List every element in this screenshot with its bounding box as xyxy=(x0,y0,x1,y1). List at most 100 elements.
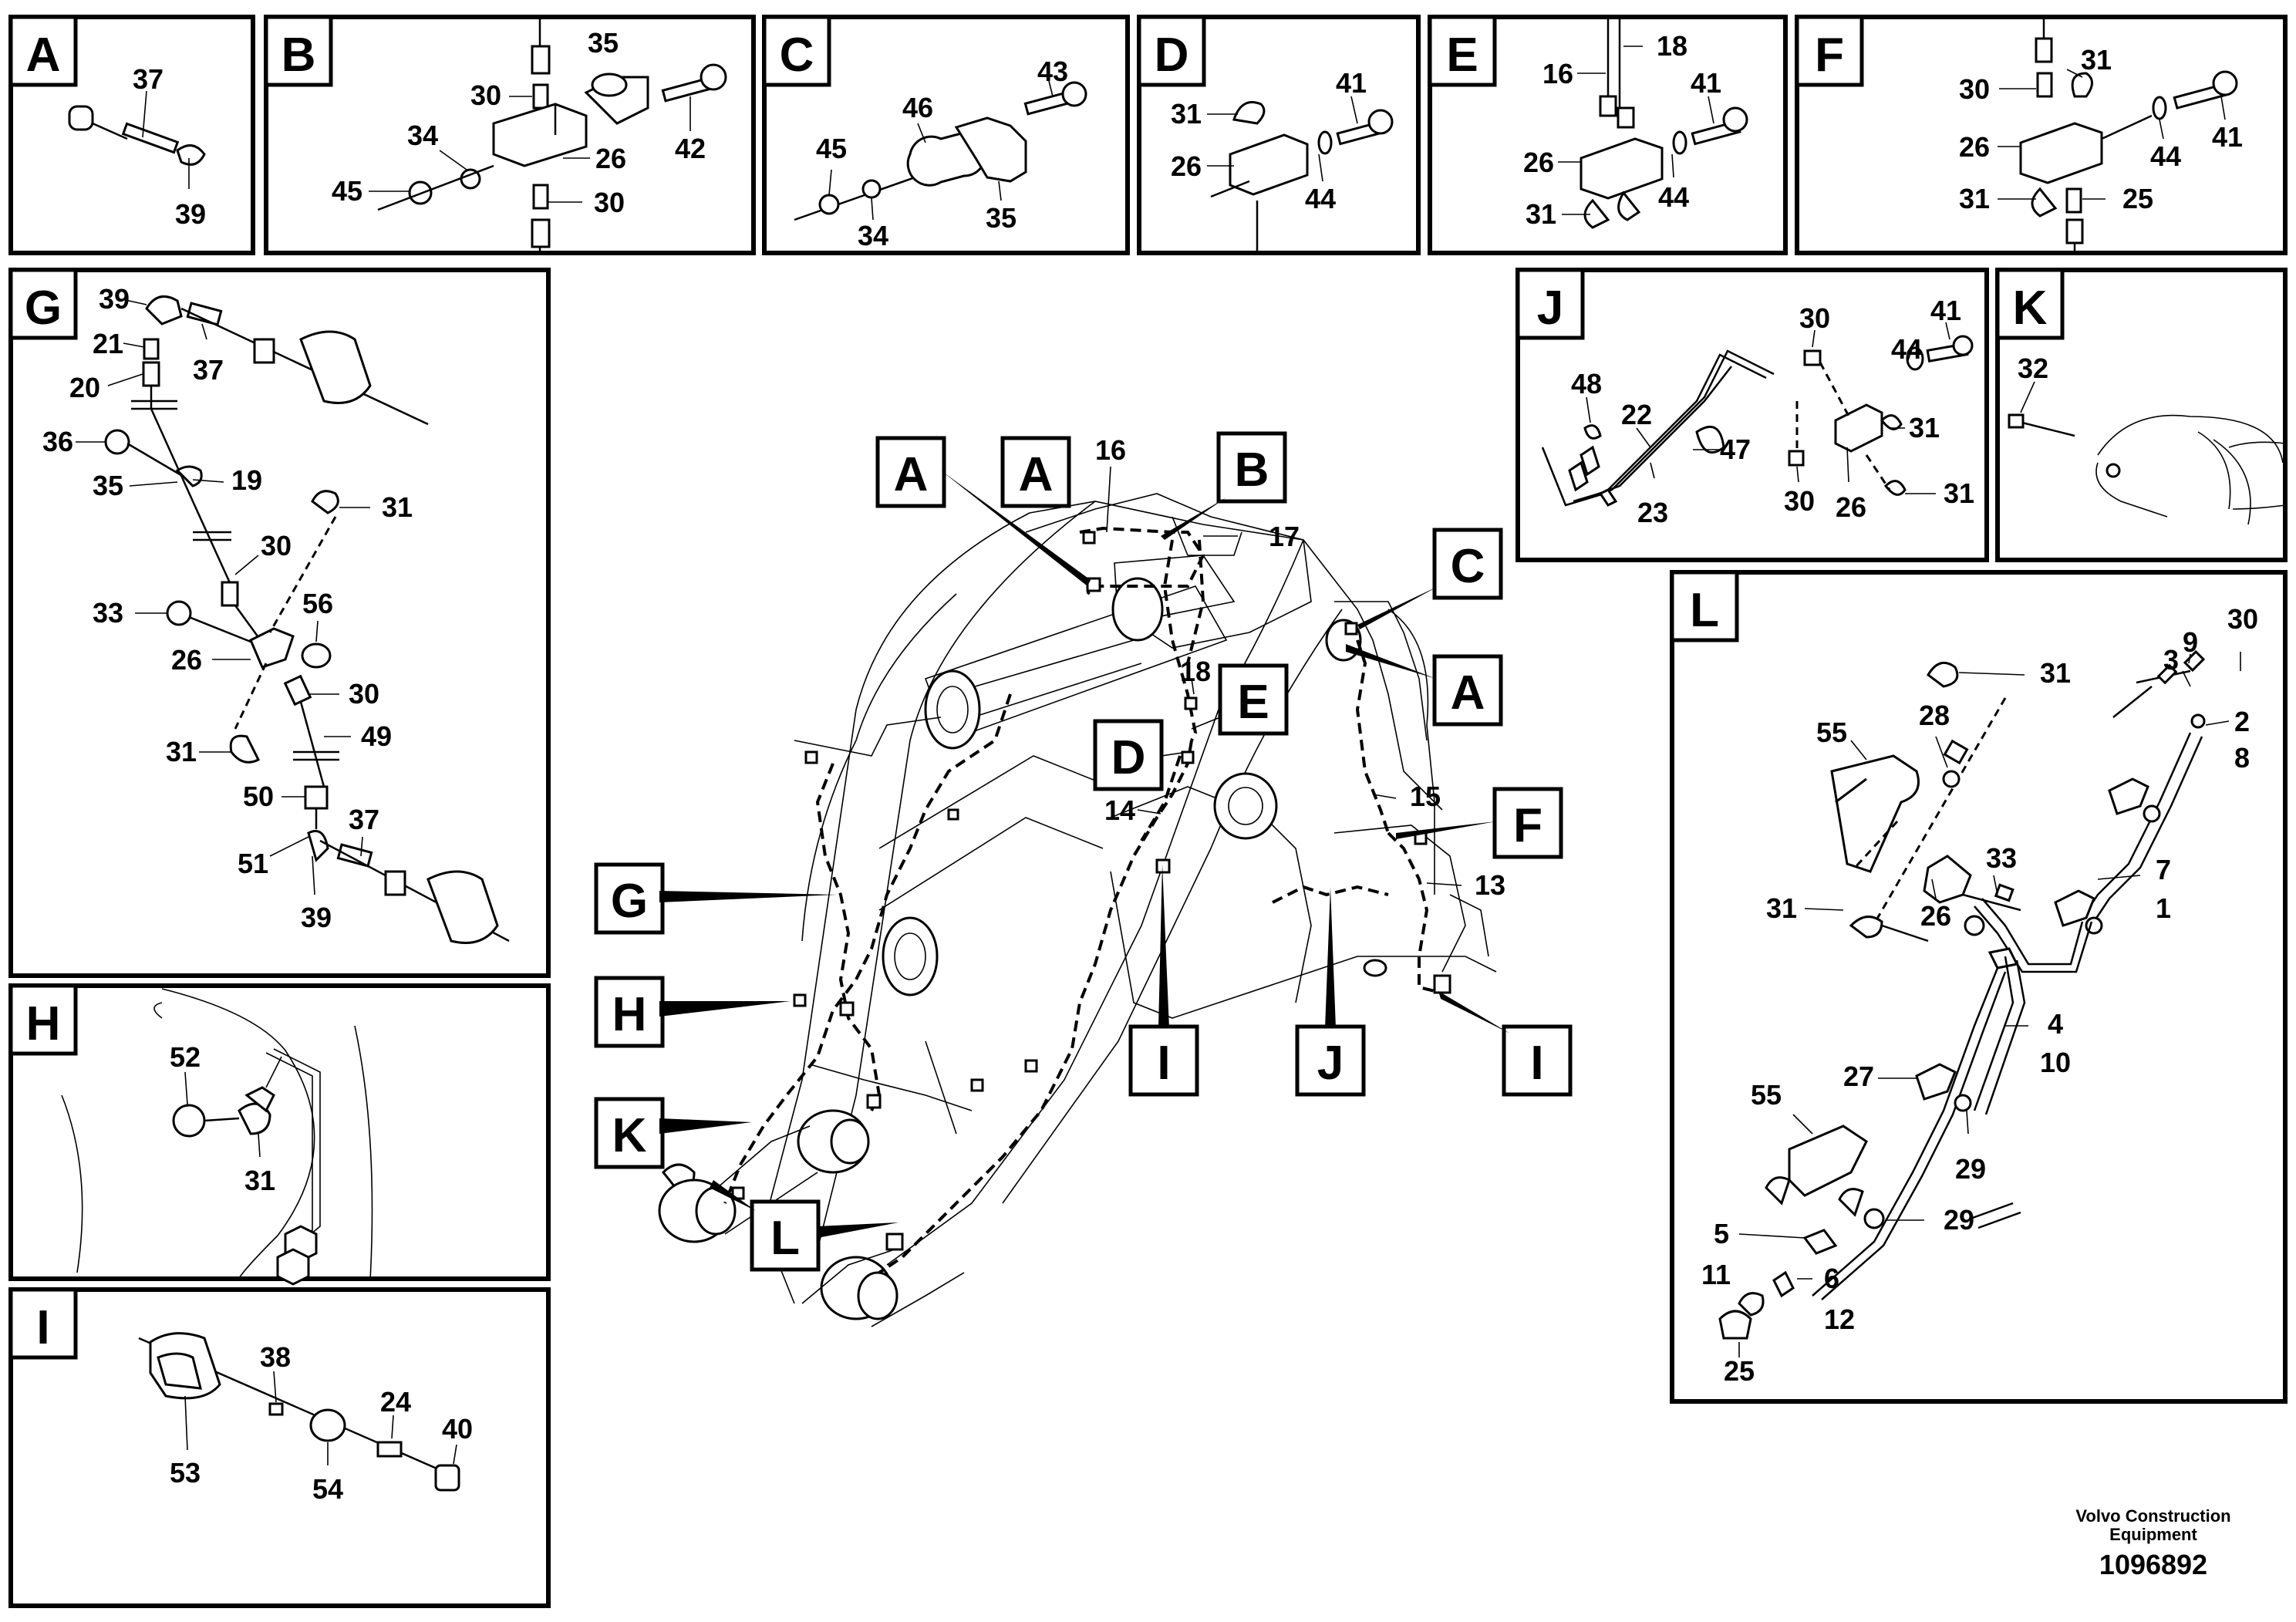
main-part-13: 13 xyxy=(1475,869,1505,901)
callout-l: L xyxy=(770,1212,800,1265)
part-35: 35 xyxy=(986,202,1017,234)
panel-j-letter: J xyxy=(1537,282,1563,335)
part-43: 43 xyxy=(1037,56,1068,87)
part-7: 7 xyxy=(2156,854,2171,885)
part-31: 31 xyxy=(1526,198,1556,230)
part-44: 44 xyxy=(2150,140,2181,172)
callout-a-3: A xyxy=(1451,666,1485,720)
part-21: 21 xyxy=(93,328,123,359)
panel-i-fitting-assembly xyxy=(138,1332,460,1492)
part-47: 47 xyxy=(1720,433,1751,465)
part-55-upper: 55 xyxy=(1816,717,1847,748)
panel-h: H 52 31 xyxy=(8,983,551,1286)
callout-i-1: I xyxy=(1157,1037,1170,1090)
callout-h: H xyxy=(612,988,647,1041)
part-30-upper: 30 xyxy=(2227,603,2258,635)
part-26: 26 xyxy=(1920,900,1951,932)
panel-f: F 31 30 26 44 41 31 25 xyxy=(1795,15,2288,255)
part-30-upper: 30 xyxy=(470,79,501,111)
part-30-upper: 30 xyxy=(1799,302,1830,334)
panel-i-letter: I xyxy=(36,1301,49,1354)
company-name: Volvo Construction Equipment xyxy=(2038,1507,2269,1544)
part-37-upper: 37 xyxy=(193,354,224,386)
part-30: 30 xyxy=(1959,73,1990,105)
part-29-upper: 29 xyxy=(1955,1153,1986,1185)
part-8: 8 xyxy=(2234,742,2250,774)
main-part-numbers: 16 17 18 14 15 13 xyxy=(1095,434,1505,901)
panel-c-clamp-assembly xyxy=(794,81,1087,221)
part-31-upper: 31 xyxy=(382,491,413,523)
part-49: 49 xyxy=(361,720,392,752)
callout-a-2: A xyxy=(1019,448,1054,501)
main-part-16: 16 xyxy=(1095,434,1126,466)
part-31: 31 xyxy=(244,1165,275,1196)
panel-e-block-assembly xyxy=(1580,17,1748,229)
part-41: 41 xyxy=(1691,67,1721,99)
part-31-lower: 31 xyxy=(1959,183,1990,214)
callout-b: B xyxy=(1235,443,1269,497)
callout-g: G xyxy=(611,875,648,928)
part-45: 45 xyxy=(816,133,847,164)
part-30-lower: 30 xyxy=(349,678,379,710)
part-39-upper: 39 xyxy=(99,283,130,315)
panel-g-letter: G xyxy=(25,282,62,335)
part-3: 3 xyxy=(2163,644,2179,676)
part-31-upper: 31 xyxy=(2081,44,2112,76)
part-30-lower: 30 xyxy=(1784,485,1815,517)
panel-b-block-assembly xyxy=(377,17,727,253)
callout-c: C xyxy=(1451,540,1485,593)
part-5: 5 xyxy=(1714,1218,1729,1249)
panel-c: C 43 46 45 34 35 xyxy=(762,15,1130,255)
part-31-lower: 31 xyxy=(1766,892,1797,924)
part-23: 23 xyxy=(1637,497,1668,528)
panel-d: D 41 31 26 44 xyxy=(1137,15,1421,255)
part-29-lower: 29 xyxy=(1944,1204,1974,1236)
part-42: 42 xyxy=(675,133,706,164)
part-26: 26 xyxy=(1523,147,1554,178)
panel-e-letter: E xyxy=(1446,29,1478,82)
part-28: 28 xyxy=(1919,700,1950,731)
part-26: 26 xyxy=(595,143,626,174)
callout-a-1: A xyxy=(894,448,929,501)
part-34: 34 xyxy=(407,120,438,151)
part-54: 54 xyxy=(312,1473,343,1505)
panel-a-letter: A xyxy=(26,29,61,82)
main-loader-frame xyxy=(658,493,1497,1327)
part-44: 44 xyxy=(1658,181,1689,213)
part-31-upper: 31 xyxy=(1909,412,1940,443)
panel-a-fitting xyxy=(68,105,206,166)
part-41: 41 xyxy=(2212,121,2243,153)
main-callouts: A A B C A E D F G H xyxy=(594,431,1573,1272)
panel-k: K 32 xyxy=(1995,268,2288,562)
panel-l-letter: L xyxy=(1690,584,1719,637)
main-part-17: 17 xyxy=(1269,521,1300,552)
part-35: 35 xyxy=(93,470,123,501)
part-41: 41 xyxy=(1336,67,1367,99)
part-30-lower: 30 xyxy=(594,187,625,218)
part-19: 19 xyxy=(231,464,262,496)
part-36: 36 xyxy=(42,426,73,457)
company-name-line1: Volvo Construction xyxy=(2075,1506,2231,1526)
part-20: 20 xyxy=(69,372,100,403)
panel-d-block-assembly xyxy=(1210,101,1394,253)
part-1: 1 xyxy=(2156,892,2171,924)
part-37-lower: 37 xyxy=(349,804,379,835)
part-4: 4 xyxy=(2048,1008,2063,1040)
part-53: 53 xyxy=(170,1457,201,1489)
callout-e: E xyxy=(1237,676,1269,729)
callout-f: F xyxy=(1513,799,1542,852)
part-41: 41 xyxy=(1930,295,1961,326)
main-part-15: 15 xyxy=(1410,781,1441,812)
part-26: 26 xyxy=(1959,131,1990,163)
panel-j: J 41 30 44 48 xyxy=(1515,268,1989,562)
panel-k-pin-detail xyxy=(2008,413,2286,525)
part-10: 10 xyxy=(2040,1047,2071,1078)
part-39: 39 xyxy=(175,198,206,230)
part-38: 38 xyxy=(260,1341,291,1373)
panel-h-letter: H xyxy=(26,997,61,1050)
part-12: 12 xyxy=(1824,1303,1855,1335)
main-part-14: 14 xyxy=(1104,794,1135,826)
panel-b-letter: B xyxy=(282,29,316,82)
part-9: 9 xyxy=(2183,626,2198,658)
